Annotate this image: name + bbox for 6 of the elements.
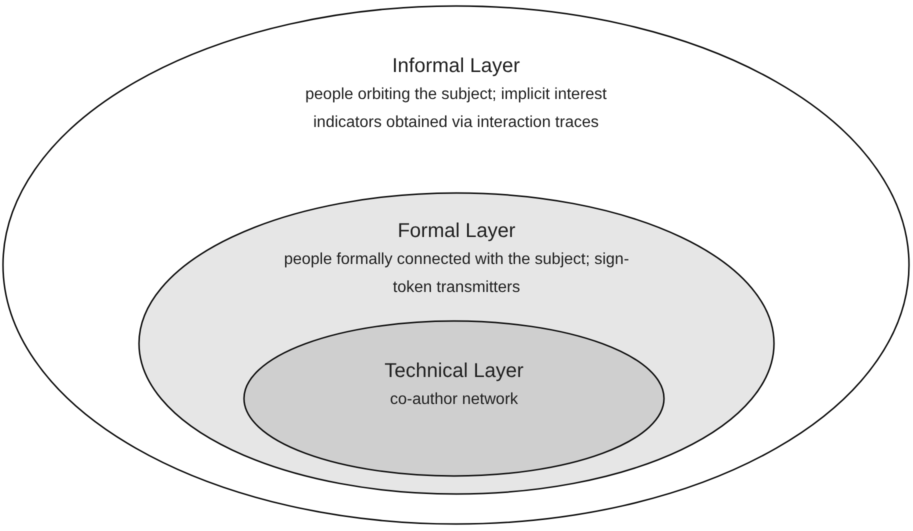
layer-title: Technical Layer (384, 360, 524, 383)
layer-description: people formally connected with the subject; sign-token transmitters (282, 250, 630, 298)
layer-description: co-author network (388, 390, 520, 410)
layer-title: Formal Layer (398, 220, 516, 243)
layer-description: people orbiting the subject; implicit interest indicators obtained via interaction traces (304, 85, 608, 133)
layer-title: Informal Layer (392, 55, 520, 78)
